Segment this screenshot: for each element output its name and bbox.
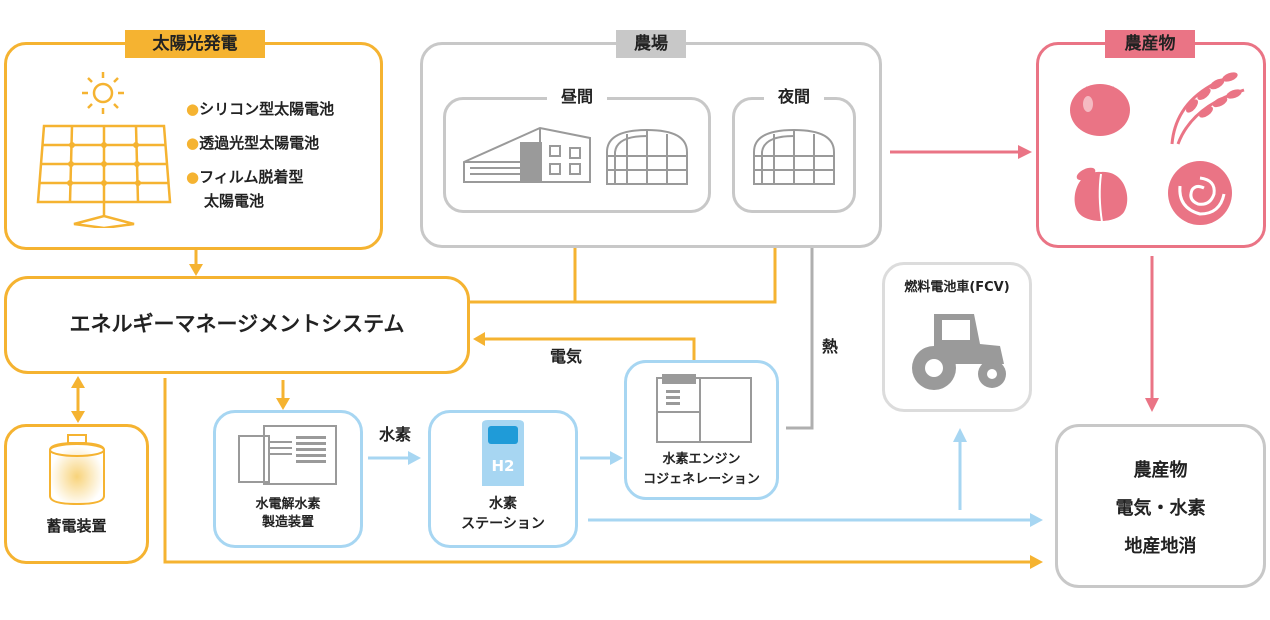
bullet-transmissive: ●透過光型太陽電池 bbox=[186, 134, 320, 152]
rice-icon bbox=[1170, 72, 1245, 145]
hydrogen-flow-label: 水素 bbox=[378, 425, 411, 444]
produce-title: 農産物 bbox=[1105, 30, 1195, 58]
greenhouse-icon bbox=[606, 128, 688, 185]
result-box bbox=[1055, 424, 1266, 588]
bullet-dot: ● bbox=[186, 100, 200, 118]
cogen-box bbox=[624, 360, 779, 500]
rose-icon bbox=[1168, 161, 1232, 225]
arrow-cogen-to-ems bbox=[482, 337, 696, 360]
electrolyzer-label: 水電解水素 製造装置 bbox=[255, 497, 321, 530]
peach-icon bbox=[1074, 167, 1128, 223]
result-text: 農産物 電気・水素 地産地消 bbox=[1115, 460, 1206, 557]
heat-flow-label: 熱 bbox=[822, 337, 839, 356]
bullet-film: ●フィルム脱着型太陽電池 bbox=[186, 168, 304, 210]
arrow-ems-to-night bbox=[470, 236, 777, 304]
solar-bullets: ●シリコン型太陽電池 ●透過光型太陽電池 ●フィルム脱着型太陽電池 bbox=[186, 92, 334, 213]
greenhouse-icon bbox=[753, 128, 835, 185]
bullet-dot: ● bbox=[186, 134, 200, 152]
electrolyzer-box bbox=[213, 410, 363, 548]
night-label: 夜間 bbox=[764, 84, 824, 110]
arrow-ems-to-result bbox=[163, 378, 1032, 564]
fcv-label: 燃料電池車(FCV) bbox=[904, 280, 1010, 295]
plant-factory-icon bbox=[463, 126, 591, 183]
bullet-dot: ● bbox=[186, 168, 200, 186]
generator-icon bbox=[656, 374, 752, 443]
hydrogen-pump-icon bbox=[482, 420, 524, 486]
electricity-flow-label: 電気 bbox=[550, 347, 583, 366]
bullet-silicon: ●シリコン型太陽電池 bbox=[186, 100, 335, 118]
h2-sign: H2 bbox=[491, 457, 515, 475]
storage-label: 蓄電装置 bbox=[46, 517, 107, 535]
tractor-icon bbox=[912, 314, 1006, 390]
arrow-heat bbox=[786, 236, 814, 430]
sun-icon bbox=[82, 72, 124, 114]
solar-power-title: 太陽光発電 bbox=[125, 30, 265, 58]
ems-box bbox=[4, 276, 470, 374]
farm-title: 農場 bbox=[616, 30, 686, 58]
daytime-label: 昼間 bbox=[547, 84, 607, 110]
solar-panel-icon bbox=[36, 124, 172, 228]
battery-icon bbox=[49, 434, 105, 506]
tomato-icon bbox=[1070, 84, 1130, 136]
station-label: 水素 ステーション bbox=[461, 496, 545, 532]
cogen-label: 水素エンジン コジェネレーション bbox=[643, 452, 760, 487]
electrolyzer-icon bbox=[238, 425, 337, 485]
ems-label: エネルギーマネージメントシステム bbox=[69, 312, 405, 336]
